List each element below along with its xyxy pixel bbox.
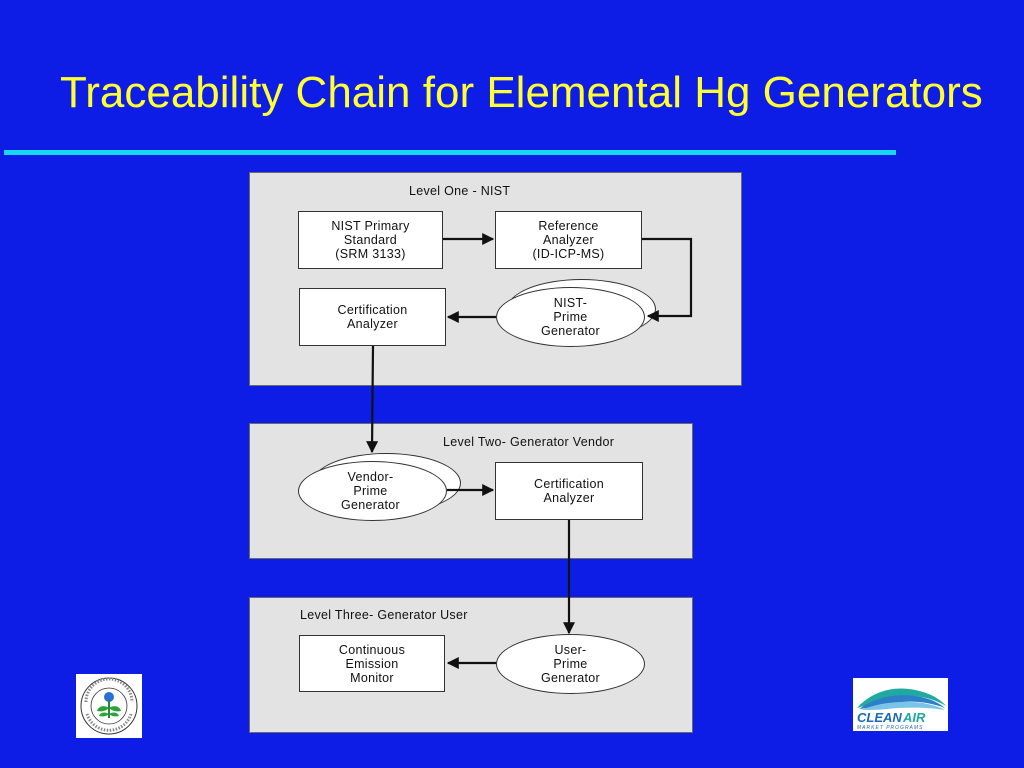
box-line: Continuous [338, 642, 406, 657]
vendor-prime-generator-oval [298, 461, 447, 521]
epa-seal-logo [76, 674, 142, 738]
box-line: Certification [534, 477, 604, 491]
svg-text:AIR: AIR [902, 710, 926, 725]
certification-analyzer-box-level-two: Certification Analyzer [495, 462, 643, 520]
user-prime-generator-label: User- Prime Generator [496, 634, 645, 694]
nist-prime-generator-oval [496, 287, 645, 347]
arrow-reference-to-nist-prime [642, 237, 693, 322]
clean-air-markets-logo: CLEAN AIR MARKET PROGRAMS [853, 678, 948, 731]
oval-line: Generator [541, 671, 600, 685]
oval-line: Prime [553, 657, 588, 671]
oval-line: Vendor- [347, 470, 394, 484]
epa-seal-icon [80, 677, 138, 735]
box-line: NIST Primary [331, 219, 410, 233]
level-two-label: Level Two- Generator Vendor [443, 435, 615, 449]
oval-line: Generator [541, 324, 600, 338]
box-line: (SRM 3133) [335, 247, 406, 261]
arrow-certification-to-vendor-prime [366, 345, 379, 454]
slide-title: Traceability Chain for Elemental Hg Gene… [60, 68, 983, 117]
box-line: Analyzer [542, 233, 595, 247]
oval-line: Prime [353, 484, 388, 498]
box-line: Certification [337, 303, 408, 317]
svg-text:MARKET PROGRAMS: MARKET PROGRAMS [857, 725, 923, 731]
oval-line: Generator [341, 498, 400, 512]
title-underline [4, 150, 896, 155]
oval-line: NIST- [553, 296, 588, 310]
user-prime-generator-oval [496, 634, 645, 694]
certification-analyzer-box-level-one: Certification Analyzer [299, 288, 446, 346]
box-line: Emission [345, 656, 399, 671]
box-line: Analyzer [543, 491, 595, 505]
level-one-panel: Level One - NIST [249, 172, 742, 386]
svg-text:CLEAN: CLEAN [857, 710, 902, 725]
vendor-prime-generator-label: Vendor- Prime Generator [296, 461, 445, 521]
box-line: (ID-ICP-MS) [532, 247, 605, 261]
reference-analyzer-box: Reference Analyzer (ID-ICP-MS) [495, 211, 642, 269]
level-three-label: Level Three- Generator User [300, 608, 468, 622]
box-line: Monitor [350, 670, 394, 685]
continuous-emission-monitor-box: Continuous Emission Monitor [299, 635, 445, 692]
nist-primary-standard-box: NIST Primary Standard (SRM 3133) [298, 211, 443, 269]
oval-line: User- [554, 643, 587, 657]
clean-air-wave-icon: CLEAN AIR MARKET PROGRAMS [857, 688, 946, 731]
level-one-label: Level One - NIST [409, 184, 511, 198]
box-line: Standard [343, 233, 398, 247]
oval-line: Prime [553, 310, 588, 324]
box-line: Analyzer [346, 317, 399, 331]
box-line: Reference [538, 219, 599, 233]
nist-prime-generator-label: NIST- Prime Generator [496, 287, 645, 347]
